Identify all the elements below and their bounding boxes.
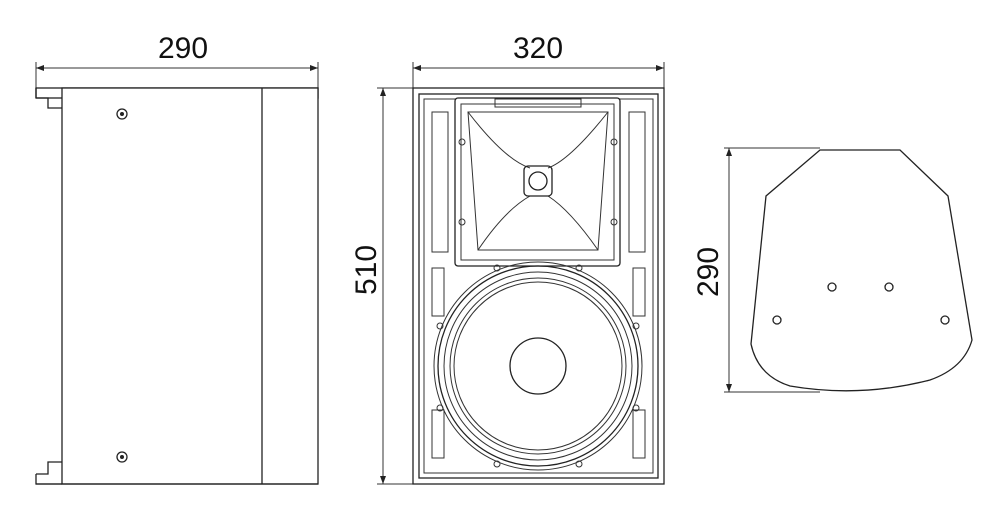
side-screw-top [116, 108, 128, 120]
side-width-dimension: 290 [35, 32, 319, 92]
top-outline [750, 149, 973, 392]
front-port-slots [431, 111, 646, 459]
side-screw-bottom [116, 451, 128, 463]
front-width-label: 320 [513, 32, 563, 65]
side-body [61, 87, 319, 485]
front-height-dimension: 510 [350, 87, 413, 485]
side-width-label: 290 [158, 32, 208, 65]
woofer [433, 261, 643, 471]
top-depth-label: 290 [692, 247, 725, 297]
front-cabinet-inner [418, 93, 659, 479]
front-height-label: 510 [350, 245, 383, 295]
top-view: 290 [692, 147, 973, 393]
side-view: 290 [35, 32, 319, 485]
front-view: 320 510 [350, 32, 665, 485]
top-depth-dimension: 290 [692, 147, 820, 393]
side-notch-bottom [35, 461, 62, 485]
top-holes [772, 282, 950, 325]
horn-tweeter [454, 97, 621, 267]
side-notch-top [35, 88, 62, 109]
front-width-dimension: 320 [412, 32, 665, 88]
